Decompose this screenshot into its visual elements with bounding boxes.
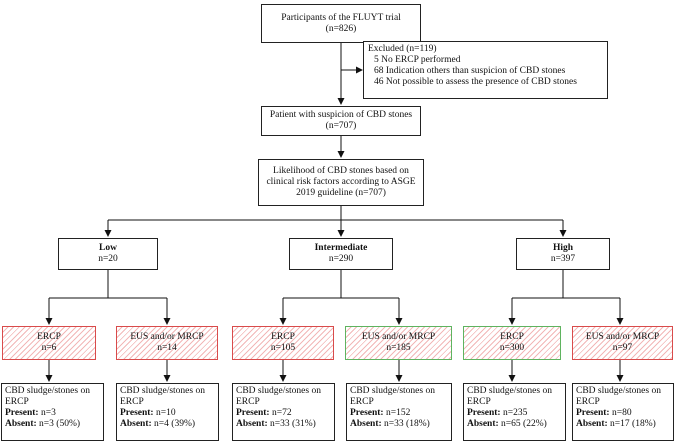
absent-value: n=33 (31%) bbox=[270, 419, 316, 429]
arm-label: EUS and/or MRCP bbox=[361, 332, 436, 342]
present-value: n=3 bbox=[40, 408, 56, 418]
result-box-4: CBD sludge/stones on ERCP Present: n=152… bbox=[346, 383, 452, 441]
result-heading: CBD sludge/stones on ERCP bbox=[236, 386, 321, 407]
group-intermediate-label: Intermediate bbox=[314, 243, 368, 253]
arm-low-ercp-box: ERCP n=6 bbox=[2, 326, 96, 360]
group-intermediate-box: Intermediate n=290 bbox=[289, 238, 393, 270]
absent-value: n=4 (39%) bbox=[154, 419, 196, 429]
participants-box: Participants of the FLUYT trial (n=826) bbox=[261, 4, 421, 43]
present-value: n=80 bbox=[611, 408, 632, 418]
arm-count: n=185 bbox=[386, 343, 411, 353]
present-value: n=235 bbox=[502, 408, 528, 418]
arm-label: EUS and/or MRCP bbox=[585, 332, 660, 342]
likelihood-box: Likelihood of CBD stones based on clinic… bbox=[258, 159, 424, 206]
arm-count: n=300 bbox=[499, 343, 525, 353]
result-heading: CBD sludge/stones on ERCP bbox=[5, 386, 90, 407]
absent-value: n=3 (50%) bbox=[39, 419, 81, 429]
result-box-5: CBD sludge/stones on ERCP Present: n=235… bbox=[463, 383, 566, 441]
present-value: n=152 bbox=[385, 408, 411, 418]
group-low-count: n=20 bbox=[98, 254, 118, 264]
result-box-2: CBD sludge/stones on ERCP Present: n=10 … bbox=[116, 383, 219, 441]
arm-count: n=105 bbox=[270, 343, 296, 353]
excluded-line-3: 46 Not possible to assess the presence o… bbox=[374, 77, 577, 87]
absent-label: Absent: bbox=[467, 419, 499, 429]
excluded-line-1: 5 No ERCP performed bbox=[374, 55, 461, 65]
participants-title: Participants of the FLUYT trial bbox=[281, 12, 401, 23]
arm-high-ercp-box: ERCP n=300 bbox=[463, 326, 561, 360]
arm-label: ERCP bbox=[500, 332, 524, 342]
absent-label: Absent: bbox=[236, 419, 268, 429]
suspicion-count: (n=707) bbox=[325, 121, 357, 131]
excluded-box: Excluded (n=119) 5 No ERCP performed 68 … bbox=[363, 41, 608, 99]
result-box-1: CBD sludge/stones on ERCP Present: n=3 A… bbox=[1, 383, 104, 441]
suspicion-title: Patient with suspicion of CBD stones bbox=[269, 110, 413, 120]
arm-low-eus-box: EUS and/or MRCP n=14 bbox=[116, 326, 218, 360]
result-heading: CBD sludge/stones on ERCP bbox=[467, 386, 552, 407]
absent-value: n=17 (18%) bbox=[610, 419, 656, 429]
result-heading: CBD sludge/stones on ERCP bbox=[576, 386, 661, 407]
group-low-box: Low n=20 bbox=[58, 238, 158, 270]
group-low-label: Low bbox=[99, 243, 117, 253]
absent-value: n=65 (22%) bbox=[501, 419, 547, 429]
absent-label: Absent: bbox=[5, 419, 37, 429]
present-label: Present: bbox=[236, 408, 270, 418]
likelihood-line-3: 2019 guideline (n=707) bbox=[296, 188, 386, 198]
excluded-line-2: 68 Indication others than suspicion of C… bbox=[374, 66, 566, 76]
arm-count: n=97 bbox=[612, 343, 633, 353]
group-high-box: High n=397 bbox=[516, 238, 610, 270]
result-heading: CBD sludge/stones on ERCP bbox=[120, 386, 205, 407]
arm-int-eus-box: EUS and/or MRCP n=185 bbox=[345, 326, 452, 360]
likelihood-line-1: Likelihood of CBD stones based on bbox=[273, 166, 409, 176]
absent-label: Absent: bbox=[576, 419, 608, 429]
present-label: Present: bbox=[350, 408, 384, 418]
result-box-6: CBD sludge/stones on ERCP Present: n=80 … bbox=[572, 383, 674, 441]
group-intermediate-count: n=290 bbox=[328, 254, 354, 264]
present-value: n=72 bbox=[271, 408, 292, 418]
arm-int-ercp-box: ERCP n=105 bbox=[232, 326, 334, 360]
suspicion-box: Patient with suspicion of CBD stones (n=… bbox=[261, 106, 421, 136]
arm-count: n=6 bbox=[41, 343, 57, 353]
result-box-3: CBD sludge/stones on ERCP Present: n=72 … bbox=[232, 383, 335, 441]
arm-high-eus-box: EUS and/or MRCP n=97 bbox=[572, 326, 673, 360]
group-high-count: n=397 bbox=[550, 254, 576, 264]
arm-count: n=14 bbox=[157, 343, 177, 353]
excluded-title: Excluded (n=119) bbox=[368, 44, 437, 54]
absent-label: Absent: bbox=[120, 419, 152, 429]
participants-count: (n=826) bbox=[325, 23, 357, 34]
group-high-label: High bbox=[552, 243, 574, 253]
arm-label: EUS and/or MRCP bbox=[130, 332, 204, 342]
likelihood-line-2: clinical risk factors according to ASGE bbox=[266, 177, 416, 187]
present-value: n=10 bbox=[155, 408, 176, 418]
absent-value: n=33 (18%) bbox=[384, 419, 430, 429]
present-label: Present: bbox=[576, 408, 610, 418]
result-heading: CBD sludge/stones on ERCP bbox=[350, 386, 435, 407]
present-label: Present: bbox=[5, 408, 39, 418]
arm-label: ERCP bbox=[37, 332, 61, 342]
arm-label: ERCP bbox=[271, 332, 295, 342]
present-label: Present: bbox=[120, 408, 154, 418]
absent-label: Absent: bbox=[350, 419, 382, 429]
present-label: Present: bbox=[467, 408, 501, 418]
